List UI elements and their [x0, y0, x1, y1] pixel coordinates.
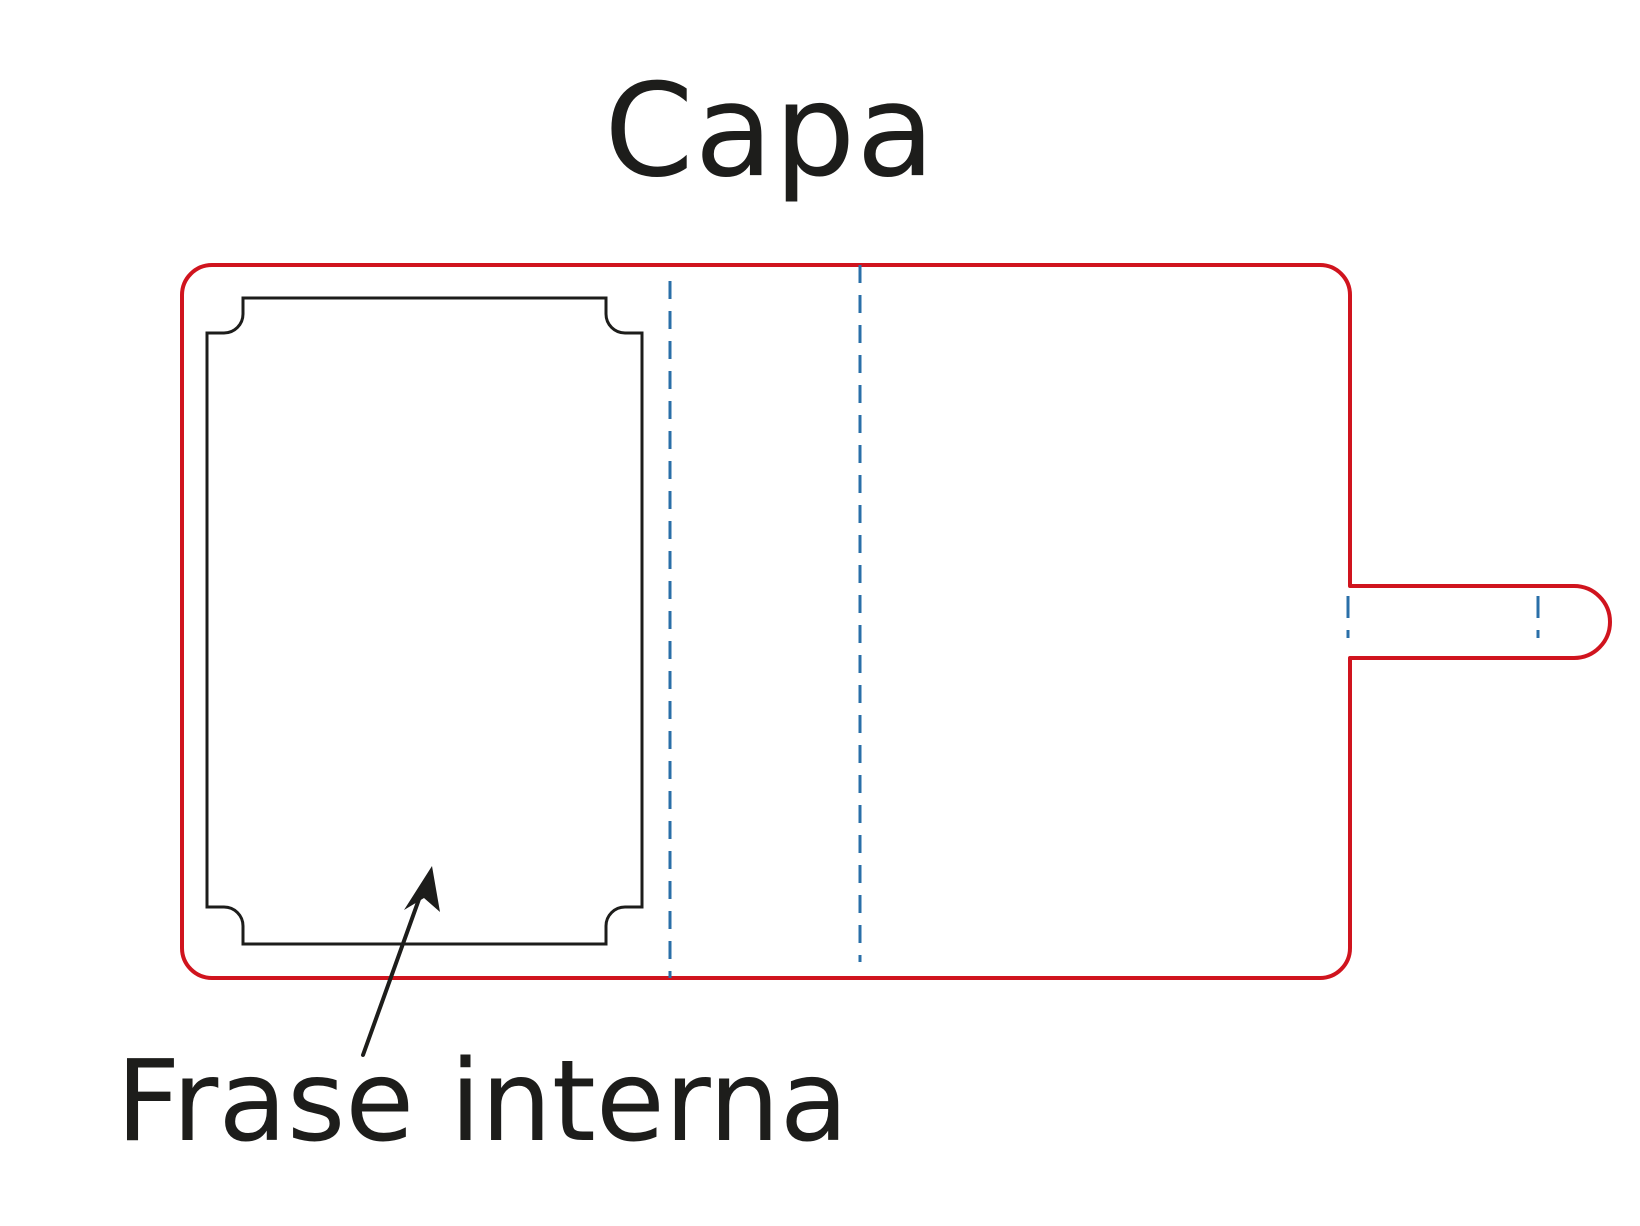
callout-label: Frase interna [116, 1037, 849, 1167]
callout-arrow-head [404, 866, 440, 912]
inner-frame [205, 296, 644, 946]
cut-outline [180, 263, 1612, 980]
diagram-title: Capa [604, 57, 936, 206]
callout-arrow-shaft [361, 886, 425, 1057]
